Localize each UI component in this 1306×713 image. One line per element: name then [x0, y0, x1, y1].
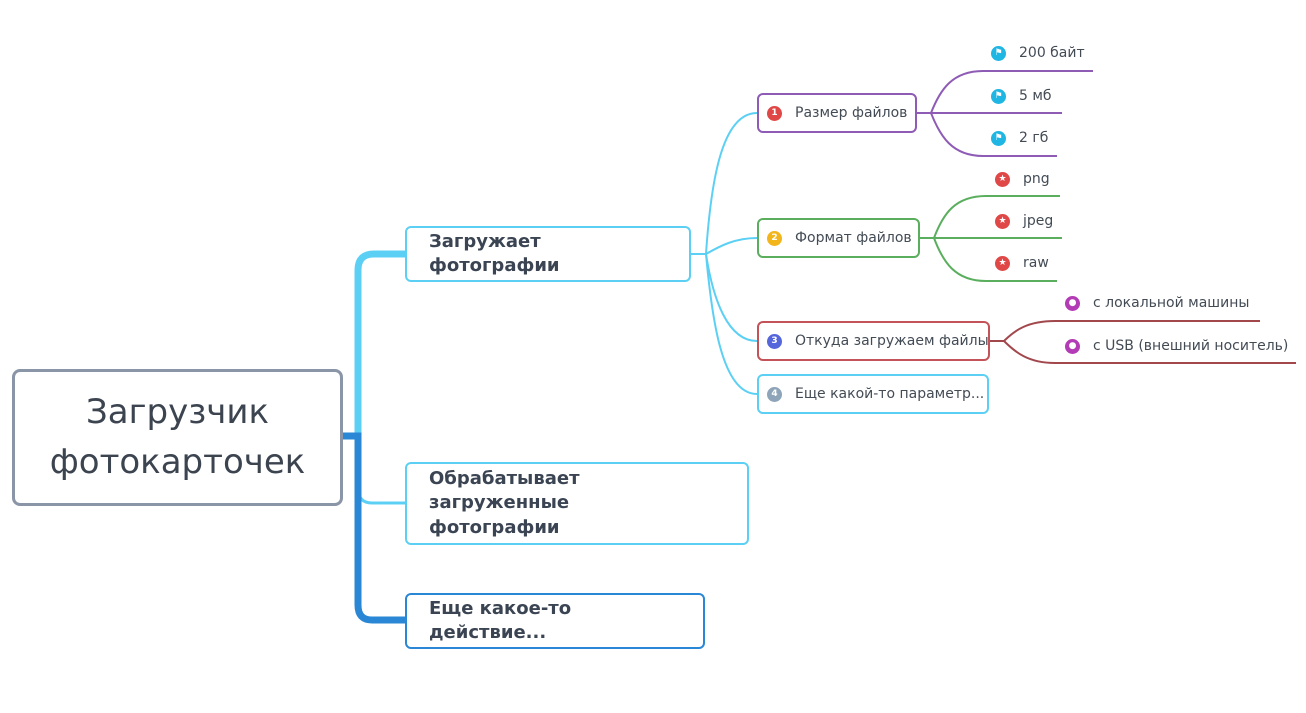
main-topic-process[interactable]: Обрабатывает загруженные фотографии: [405, 462, 749, 545]
connector-main1-sub4: [705, 253, 758, 395]
number-badge-icon: 4: [767, 386, 782, 402]
connector-sub1-leaf1: [916, 70, 1093, 114]
leaf-source-usb[interactable]: ● с USB (внешний носитель): [1065, 338, 1288, 354]
connector-root-main-3: [343, 432, 406, 624]
flag-icon: ⚑: [991, 45, 1006, 61]
subtopic-label: Формат файлов: [795, 230, 912, 246]
leaf-label: с USB (внешний носитель): [1093, 338, 1289, 354]
subtopic-label: Размер файлов: [795, 105, 908, 121]
number-badge-icon: 3: [767, 333, 782, 349]
number-badge-icon: 2: [767, 230, 782, 246]
star-icon: ★: [995, 255, 1010, 271]
leaf-label: 200 байт: [1019, 45, 1085, 61]
subtopic-label: Откуда загружаем файлы: [795, 333, 989, 349]
main-topic-label: Еще какое-то действие...: [429, 597, 572, 643]
connector-root-main-1: [343, 250, 406, 440]
leaf-format-png[interactable]: ★ png: [995, 171, 1050, 187]
main-topic-label-line2: фотографии: [429, 516, 560, 538]
leaf-format-jpeg[interactable]: ★ jpeg: [995, 213, 1053, 229]
flag-icon: ⚑: [991, 88, 1006, 104]
subtopic-other-parameter[interactable]: 4 Еще какой-то параметр...: [757, 374, 989, 414]
leaf-size-5mb[interactable]: ⚑ 5 мб: [991, 88, 1052, 104]
person-icon: ●: [1065, 295, 1080, 311]
root-title-line1: Загрузчик: [86, 392, 269, 433]
subtopic-upload-source[interactable]: 3 Откуда загружаем файлы: [757, 321, 990, 361]
flag-icon: ⚑: [991, 130, 1006, 146]
subtopic-label: Еще какой-то параметр...: [795, 386, 985, 402]
connector-sub3-leaf2: [1003, 340, 1296, 364]
leaf-label: с локальной машины: [1093, 295, 1250, 311]
connector-sub1-leaf3: [930, 112, 1057, 157]
main-topic-label-line1: Обрабатывает загруженные: [429, 468, 580, 514]
connector-sub2-leaf3: [933, 237, 1057, 282]
person-icon: ●: [1065, 338, 1080, 354]
number-badge-icon: 1: [767, 105, 782, 121]
leaf-format-raw[interactable]: ★ raw: [995, 255, 1049, 271]
main-topic-other-action[interactable]: Еще какое-то действие...: [405, 593, 705, 649]
main-topic-upload[interactable]: Загружает фотографии: [405, 226, 691, 282]
root-topic[interactable]: Загрузчик фотокарточек: [12, 369, 343, 506]
leaf-label: 5 мб: [1019, 88, 1052, 104]
star-icon: ★: [995, 213, 1010, 229]
subtopic-file-format[interactable]: 2 Формат файлов: [757, 218, 920, 258]
connector-sub2-leaf1: [919, 195, 1060, 239]
leaf-label: 2 гб: [1019, 130, 1049, 146]
subtopic-file-size[interactable]: 1 Размер файлов: [757, 93, 917, 133]
leaf-source-local[interactable]: ● с локальной машины: [1065, 295, 1249, 311]
leaf-size-2gb[interactable]: ⚑ 2 гб: [991, 130, 1048, 146]
leaf-label: png: [1023, 171, 1050, 187]
connector-main1-sub1: [690, 112, 758, 255]
connector-main1-sub3: [705, 253, 758, 342]
main-topic-label: Загружает фотографии: [429, 230, 560, 276]
root-title-line2: фотокарточек: [49, 441, 306, 482]
connector-root-main-2: [356, 436, 406, 505]
leaf-label: raw: [1023, 255, 1049, 271]
leaf-size-200b[interactable]: ⚑ 200 байт: [991, 45, 1085, 61]
star-icon: ★: [995, 171, 1010, 187]
leaf-label: jpeg: [1023, 213, 1054, 229]
connector-main1-sub2: [705, 237, 758, 255]
